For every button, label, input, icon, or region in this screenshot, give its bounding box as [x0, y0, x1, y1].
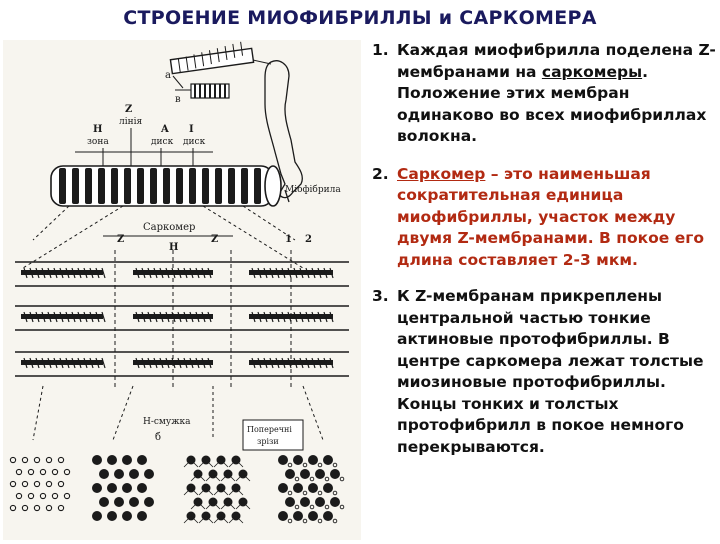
label-h-band: H-смужка: [143, 417, 191, 427]
point-1: 1. Каждая миофибрилла поделена Z-мембран…: [372, 40, 718, 148]
sarcomere-filaments: [15, 250, 349, 390]
cross-sections: [9, 455, 345, 524]
slide-title: СТРОЕНИЕ МИОФИБРИЛЛЫ и САРКОМЕРА: [123, 7, 597, 29]
point-3-number: 3.: [372, 287, 389, 305]
point-1-text-a: Каждая миофибрилла поделена Z-мембранами…: [397, 41, 716, 81]
point-1-number: 1.: [372, 41, 389, 59]
label-z-line: лінія: [119, 117, 142, 127]
zoom-guides: [22, 205, 304, 269]
label-z-left: Z: [117, 234, 124, 245]
point-1-link[interactable]: саркомеры: [541, 62, 643, 81]
point-3: 3. К Z-мембранам прикреплены центральной…: [372, 286, 718, 458]
point-2: 2. Саркомер – это наименьшая сократитель…: [372, 164, 718, 272]
point-1-text-b: . Положение этих мембран одинаково во вс…: [397, 62, 707, 146]
label-z-mid: Z: [211, 234, 218, 245]
label-a-letter: A: [160, 124, 169, 135]
point-2-number: 2.: [372, 164, 389, 183]
label-b: б: [155, 432, 161, 443]
description-text: 1. Каждая миофибрилла поделена Z-мембран…: [372, 40, 718, 458]
label-num-2: 2: [305, 234, 312, 245]
point-2-text: – это наименьшая сократительная единица …: [397, 164, 704, 269]
label-i-disc: диск: [183, 137, 206, 147]
myofibril-diagram: а в Z лінія H зона A диск I диск Міофібр…: [3, 40, 361, 540]
label-cross-1: Поперечні: [247, 425, 292, 434]
label-h-mid: H: [169, 242, 178, 253]
label-sarcomere: Саркомер: [143, 222, 195, 233]
point-2-link[interactable]: Саркомер: [397, 164, 486, 183]
label-num-1: 1: [285, 234, 292, 245]
label-v: в: [175, 94, 181, 105]
band-pointers: [75, 128, 213, 166]
muscle-bundle: [169, 41, 272, 75]
label-a: а: [165, 70, 171, 81]
cross-section-label: Поперечні зрізи: [242, 419, 304, 451]
muscle-fiber: [172, 75, 230, 99]
label-i-letter: I: [189, 124, 194, 135]
label-cross-2: зрізи: [257, 437, 279, 446]
myofibril-sarcomere-figure: а в Z лінія H зона A диск I диск Міофібр…: [9, 41, 349, 524]
myofibril-cylinder: [50, 165, 282, 207]
point-3-text: К Z-мембранам прикреплены центральной ча…: [397, 287, 704, 456]
label-z-top: Z: [125, 104, 132, 115]
label-h-letter: H: [93, 124, 102, 135]
label-h-zone: зона: [87, 137, 109, 147]
label-myofibril: Міофібрила: [285, 184, 341, 195]
label-a-disc: диск: [151, 137, 174, 147]
